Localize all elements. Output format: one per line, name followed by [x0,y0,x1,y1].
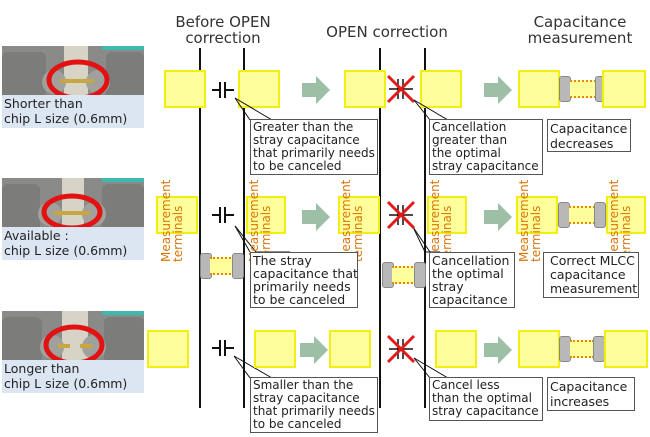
right-arrow-icon [484,336,512,364]
header-capacitance-measurement: Capacitance measurement [527,13,633,47]
measurement-terminals-label: Measurement terminals [248,179,272,262]
measurement-terminal [420,70,462,108]
right-arrow-icon [302,203,330,231]
callout-open-correction: Cancel less than the optimal stray capac… [429,377,543,421]
measurement-terminals-label: Measurement terminals [160,179,184,262]
measurement-terminal [518,330,560,368]
measurement-terminal [602,70,646,108]
mlcc-chip [558,202,606,228]
mlcc-chip [559,76,607,102]
right-arrow-icon [302,76,330,104]
measurement-terminal [516,196,558,234]
measurement-terminal [518,70,560,108]
measurement-terminals-label: Measurement terminals [429,179,453,262]
measurement-terminal [254,330,296,368]
callout-before-correction: The stray capacitance that primarily nee… [250,252,358,308]
measurement-terminal [338,196,380,234]
cancelled-capacitor-icon [386,200,416,230]
header-before-open-correction: Before OPEN correction [175,13,271,47]
measurement-terminal [604,330,648,368]
photo-available-chip: Available : chip L size (0.6mm) [2,178,144,260]
measurement-terminal [427,196,467,234]
right-arrow-icon [300,336,328,364]
measurement-terminal [246,196,286,234]
measurement-terminal [147,330,189,368]
measurement-terminals-label: Measurement terminals [518,179,542,262]
callout-result: Capacitance decreases [547,119,631,152]
callout-result: Capacitance increases [547,377,635,411]
photo-caption: Shorter than chip L size (0.6mm) [2,95,144,128]
mlcc-chip [559,336,605,362]
photo-shorter-than-chip: Shorter than chip L size (0.6mm) [2,46,144,128]
capacitor-symbol-icon [212,340,234,356]
measurement-terminal [329,330,371,368]
right-arrow-icon [484,203,512,231]
measurement-terminal [606,196,646,234]
callout-result: Correct MLCC capacitance measurement [543,252,639,298]
callout-before-correction: Greater than the stray capacitance that … [250,119,378,175]
mlcc-chip [382,262,426,288]
divider-line [199,48,201,408]
photo-caption: Available : chip L size (0.6mm) [2,227,144,260]
divider-line [379,48,381,408]
measurement-terminal [238,70,280,108]
measurement-terminal [164,70,206,108]
capacitor-symbol-icon [212,207,234,223]
callout-before-correction: Smaller than the stray capacitance that … [250,377,378,433]
measurement-terminal [344,70,386,108]
cancelled-capacitor-icon [386,74,416,104]
mlcc-chip [200,253,244,279]
callout-open-correction: Cancellation greater than the optimal st… [429,119,543,175]
photo-longer-than-chip: Longer than chip L size (0.6mm) [2,311,144,393]
cancelled-capacitor-icon [386,334,416,364]
right-arrow-icon [484,76,512,104]
capacitor-symbol-icon [212,82,234,98]
measurement-terminals-label: Measurement terminals [340,179,364,262]
measurement-terminal [435,330,477,368]
callout-open-correction: Cancellation the optimal stray capacitan… [429,252,515,308]
photo-caption: Longer than chip L size (0.6mm) [2,360,144,393]
measurement-terminals-label: Measurement terminals [608,179,632,262]
header-open-correction: OPEN correction [326,23,448,41]
measurement-terminal [156,196,198,234]
